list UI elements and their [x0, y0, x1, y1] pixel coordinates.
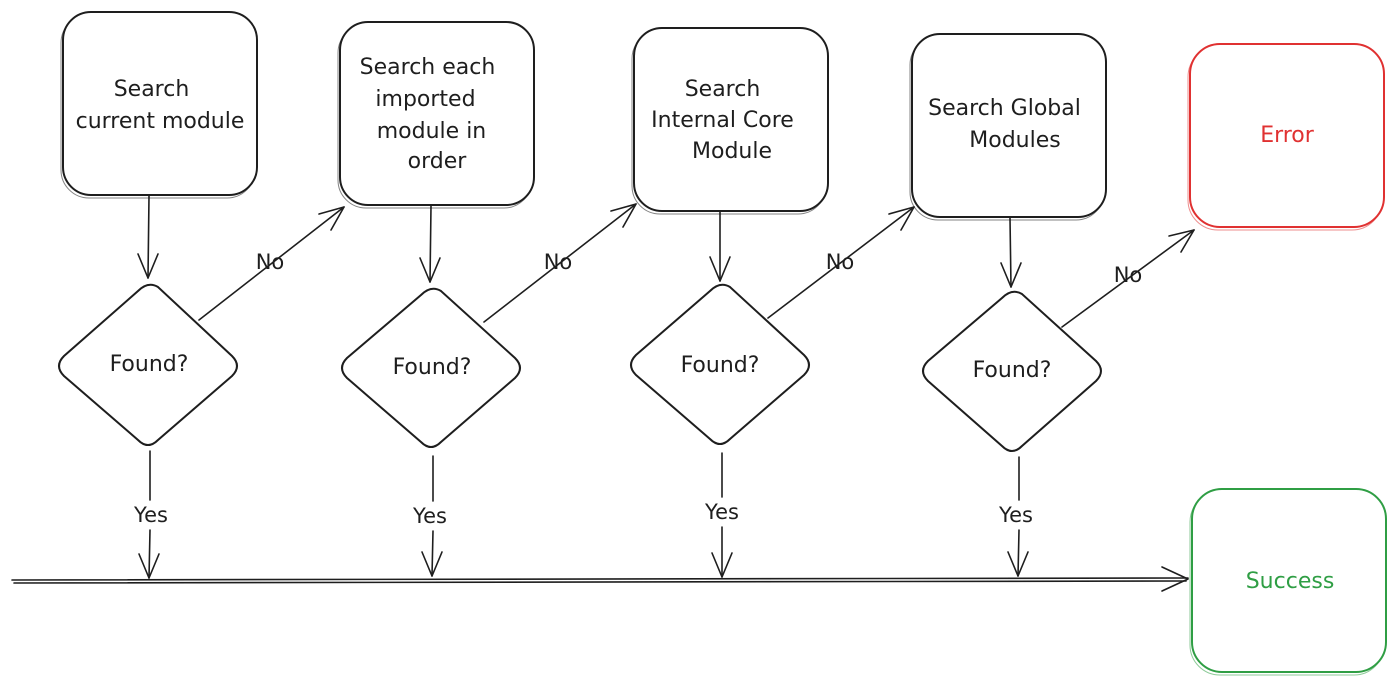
arrow-shaft	[429, 205, 432, 283]
arrow-head	[318, 206, 345, 231]
arrow-box4-to-decision4	[1000, 217, 1022, 288]
arrow-head	[137, 253, 159, 279]
arrow-shaft-lower	[1017, 529, 1020, 577]
label-line: Search each	[360, 55, 496, 80]
arrow-box1-to-decision1	[137, 195, 159, 279]
label-line: Internal Core	[651, 108, 794, 133]
arrow-head	[888, 206, 915, 231]
node-box	[1191, 488, 1387, 673]
arrow-shaft-lower	[431, 530, 434, 577]
label-line: module in	[377, 119, 487, 144]
arrow-decision3-yes: Yes	[704, 452, 739, 578]
arrow-decision1-no: No	[198, 206, 345, 321]
arrow-head	[419, 257, 441, 283]
node-label: Search each imported module in order	[360, 55, 503, 174]
decision-found-2: Found?	[341, 287, 521, 448]
label-line: Modules	[969, 128, 1060, 153]
arrow-head	[1000, 262, 1022, 288]
arrow-shaft	[767, 206, 915, 319]
arrow-shaft	[198, 206, 345, 321]
node-error: Error	[1187, 43, 1385, 231]
node-success: Success	[1189, 488, 1387, 676]
edge-label-yes: Yes	[998, 503, 1033, 527]
arrow-shaft	[147, 195, 150, 279]
arrow-head	[1007, 551, 1029, 577]
edge-label-no: No	[544, 250, 573, 274]
arrow-decision3-no: No	[767, 206, 915, 319]
decision-label: Found?	[110, 352, 189, 377]
arrow-shaft	[1061, 229, 1195, 328]
edge-label-no: No	[256, 250, 285, 274]
label-line: order	[408, 149, 468, 174]
decision-shape	[58, 283, 238, 446]
success-line-stroke	[11, 577, 1189, 581]
arrow-box2-to-decision2	[419, 205, 441, 283]
arrow-decision2-yes: Yes	[412, 455, 447, 577]
label-line: Module	[692, 139, 772, 164]
arrow-head	[711, 552, 733, 578]
decision-label: Found?	[681, 353, 760, 378]
label-line: Search Global	[928, 96, 1081, 121]
edge-label-yes: Yes	[412, 504, 447, 528]
edge-label-no: No	[1114, 263, 1143, 287]
success-line-stroke-secondary	[13, 580, 1187, 584]
success-line	[11, 566, 1189, 592]
arrow-head	[709, 256, 731, 282]
arrow-shaft	[483, 203, 637, 323]
arrow-decision4-no: No	[1061, 229, 1195, 328]
decision-label: Found?	[973, 358, 1052, 383]
node-label: Search current module	[76, 77, 245, 134]
decision-label: Found?	[393, 355, 472, 380]
node-search-imported: Search each imported module in order	[337, 21, 535, 209]
decision-found-3: Found?	[630, 283, 810, 445]
node-box	[1189, 43, 1385, 228]
arrow-head	[421, 551, 443, 577]
arrow-box3-to-decision3	[709, 211, 731, 282]
decision-shape	[922, 290, 1102, 452]
decision-found-1: Found?	[58, 283, 238, 446]
label-line: Search	[685, 77, 761, 102]
label-line: current module	[76, 109, 245, 134]
decision-shape	[341, 287, 521, 448]
node-box	[339, 21, 535, 206]
arrow-decision1-yes: Yes	[133, 450, 168, 579]
node-box	[911, 33, 1107, 218]
node-box	[633, 27, 829, 212]
node-box	[62, 11, 258, 196]
decision-found-4: Found?	[922, 290, 1102, 452]
arrow-shaft-lower	[148, 529, 151, 579]
decision-shape	[630, 283, 810, 445]
edge-label-no: No	[826, 250, 855, 274]
node-search-global: Search Global Modules	[909, 33, 1107, 221]
label-line: Search	[114, 77, 190, 102]
arrow-head	[1161, 566, 1189, 592]
arrow-decision2-no: No	[483, 203, 637, 323]
node-label: Search Global Modules	[928, 96, 1088, 153]
edge-label-yes: Yes	[133, 503, 168, 527]
edge-label-yes: Yes	[704, 500, 739, 524]
node-search-current: Search current module	[60, 11, 258, 199]
arrow-shaft	[1009, 217, 1012, 288]
node-label: Search Internal Core Module	[651, 77, 801, 164]
label-line: imported	[375, 87, 475, 112]
arrow-decision4-yes: Yes	[998, 456, 1033, 577]
arrow-head	[1168, 229, 1195, 253]
arrow-head	[610, 203, 637, 228]
node-search-core: Search Internal Core Module	[631, 27, 829, 215]
arrow-head	[138, 553, 160, 579]
success-label: Success	[1246, 569, 1335, 594]
error-label: Error	[1260, 123, 1315, 148]
